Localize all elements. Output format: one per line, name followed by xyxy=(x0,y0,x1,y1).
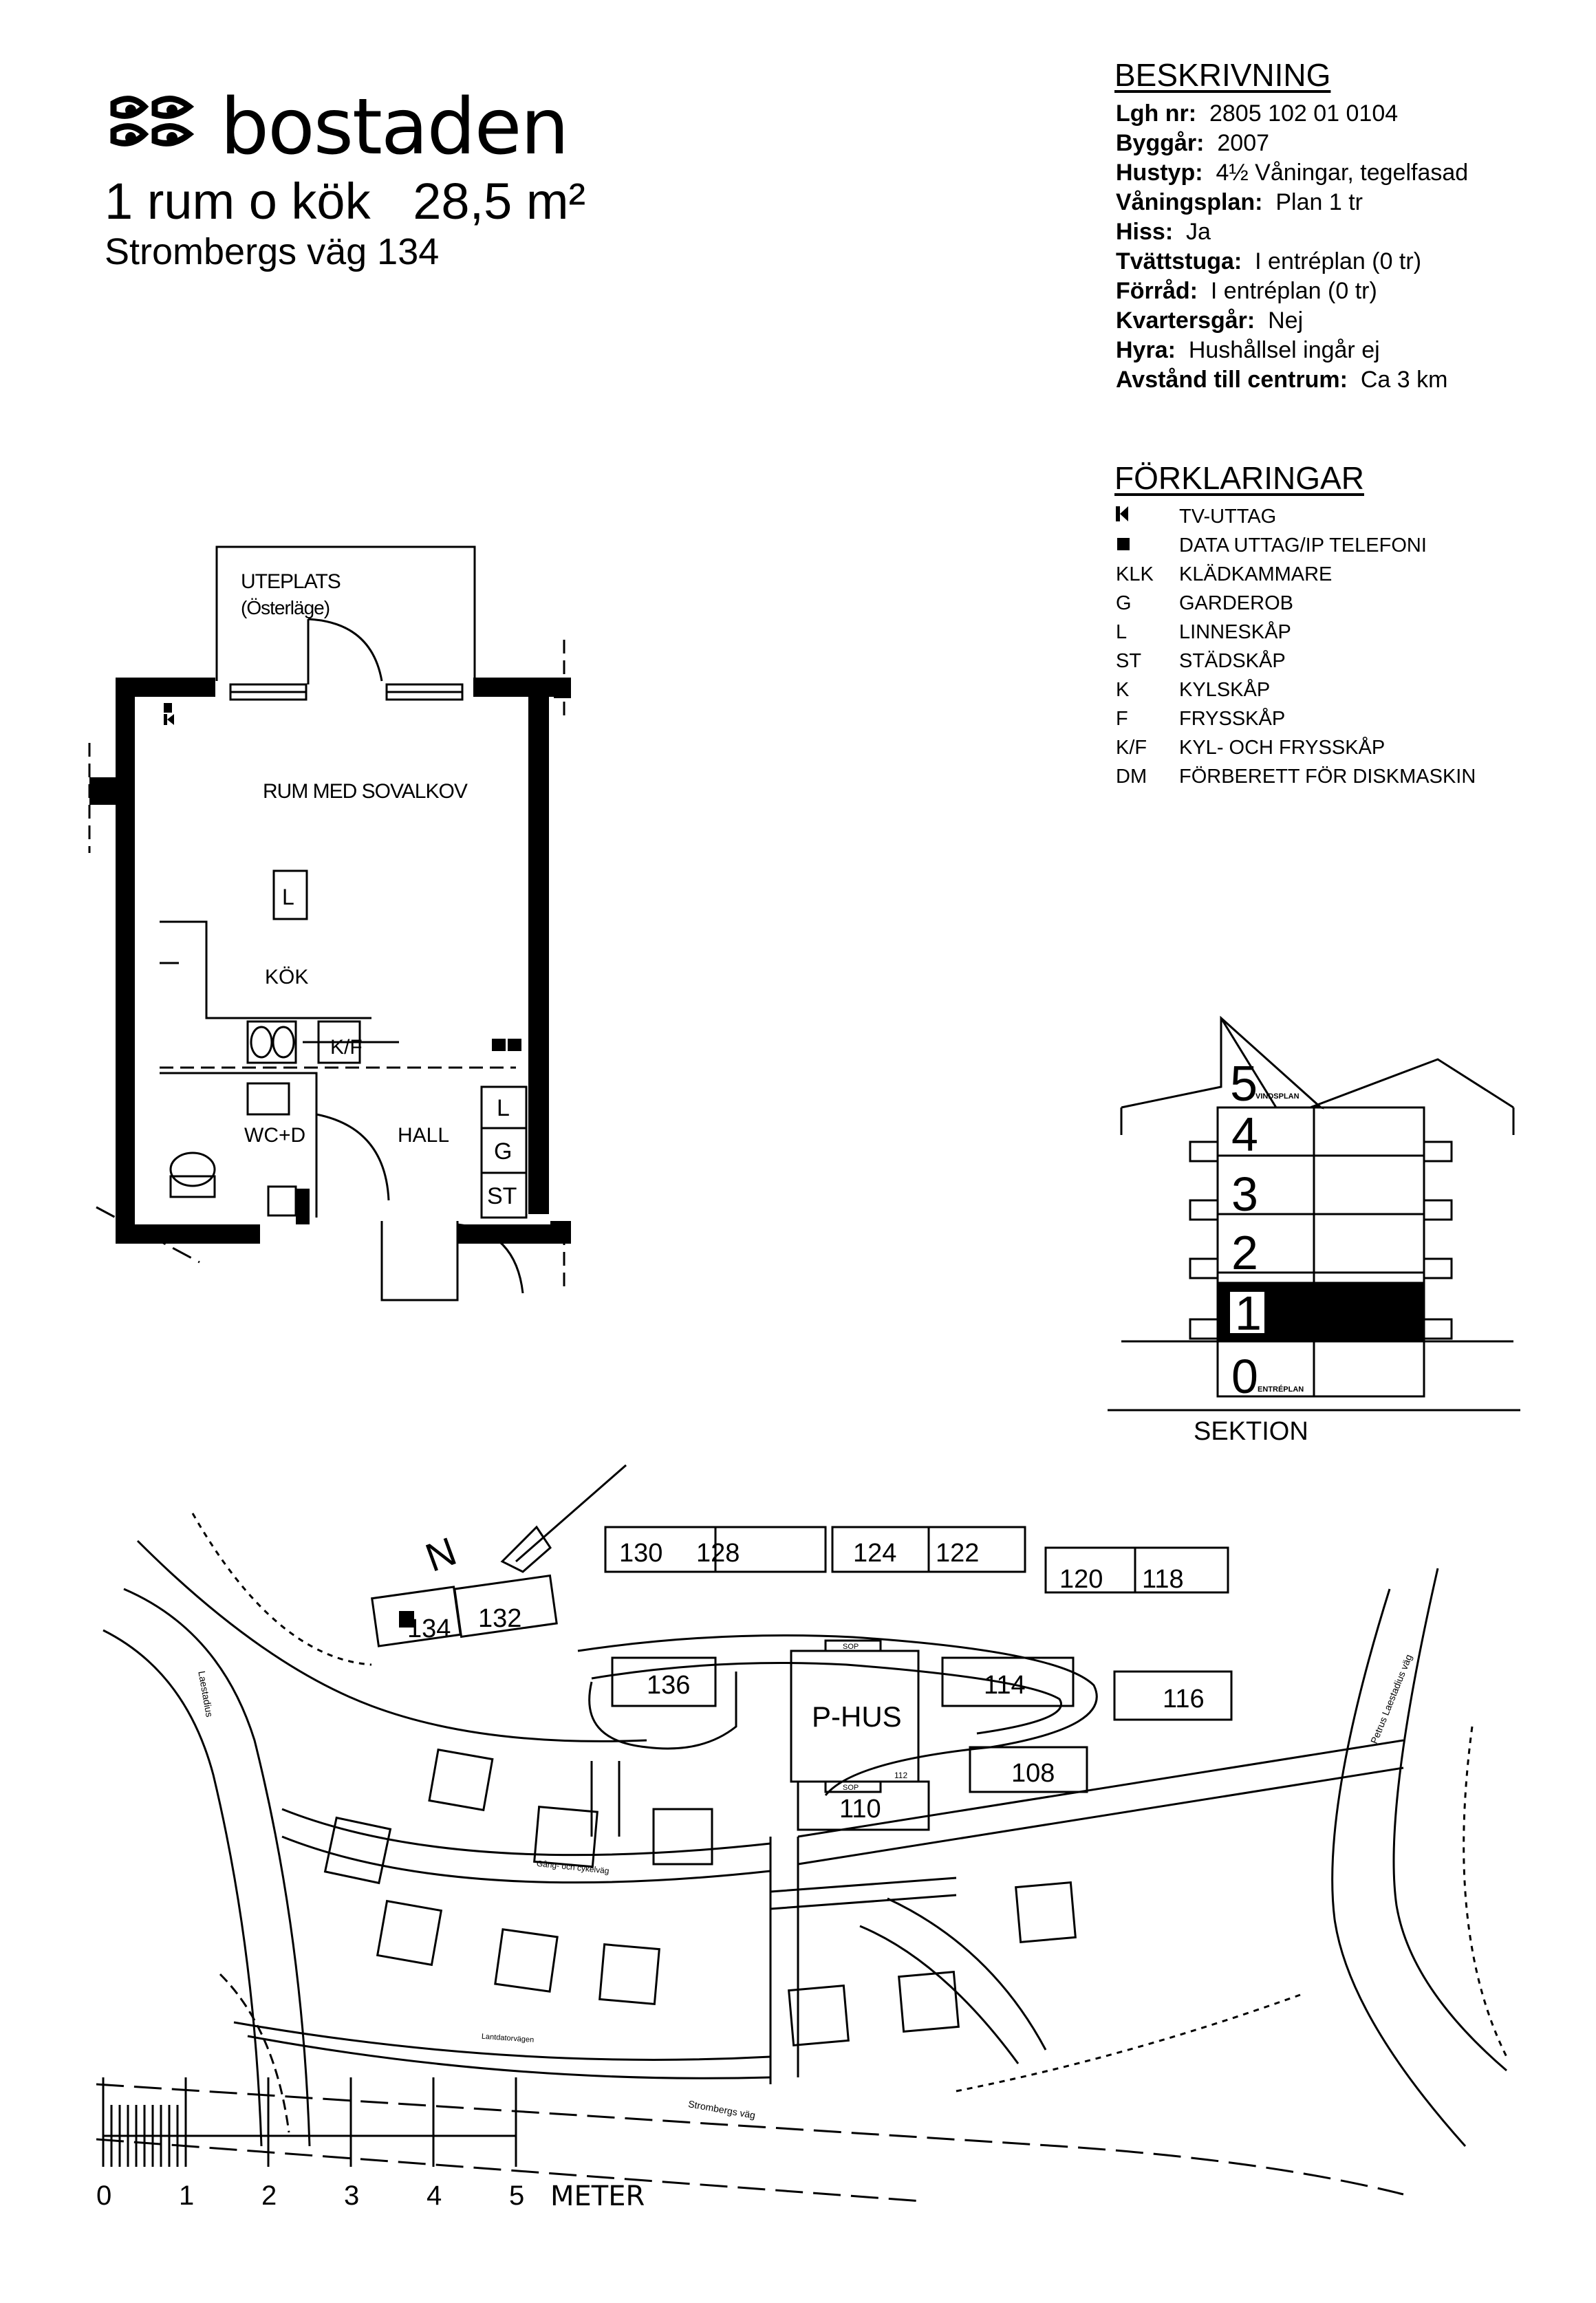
road-label: Petrus Laestadius väg xyxy=(1368,1653,1414,1745)
uteplats-outline xyxy=(215,545,476,681)
scale-number: 0 xyxy=(96,2181,112,2211)
floor-1-label: 1 xyxy=(1235,1286,1262,1340)
sop-label: SOP xyxy=(843,1784,859,1792)
sop-label: SOP xyxy=(843,1643,859,1651)
scale-bar xyxy=(102,2077,517,2167)
building-label: 128 xyxy=(696,1539,740,1568)
apartment-title: 1 rum o kök 28,5 m² xyxy=(105,173,586,230)
building-label: 136 xyxy=(647,1671,690,1700)
house-number: 112 xyxy=(894,1771,907,1780)
info-row: Tvättstuga: I entréplan (0 tr) xyxy=(1116,248,1422,274)
apartment-address: Strombergs väg 134 xyxy=(105,231,440,272)
room-label-kok: KÖK xyxy=(265,966,308,988)
building-label: 114 xyxy=(984,1671,1026,1700)
kf-label: K/F xyxy=(330,1036,363,1059)
legend-item: DATA UTTAG/IP TELEFONI xyxy=(1116,531,1476,560)
road-label: Gång- och cykelväg xyxy=(536,1859,610,1876)
closet-l-kitchen: L xyxy=(282,885,294,909)
closet-st: ST xyxy=(487,1183,517,1209)
floor-5-label: 5 xyxy=(1230,1057,1258,1112)
info-row: Hiss: Ja xyxy=(1116,219,1211,245)
description-heading: BESKRIVNING xyxy=(1114,57,1331,93)
road-label: Lantdatorvägen xyxy=(481,2033,534,2044)
room-label-wc: WC+D xyxy=(244,1124,305,1147)
building-label: 108 xyxy=(1011,1759,1055,1788)
floor-0-label: 0 xyxy=(1231,1350,1258,1403)
walls xyxy=(89,678,571,1244)
floor-plan: UTEPLATS (Österläge) RUM MED SOVALKOV KÖ… xyxy=(88,545,571,1301)
closet-g: G xyxy=(494,1138,512,1165)
room-label-rum: RUM MED SOVALKOV xyxy=(263,780,468,803)
uteplats-sublabel: (Österläge) xyxy=(241,597,330,618)
north-arrow-icon xyxy=(500,1464,627,1573)
info-row: Byggår: 2007 xyxy=(1116,130,1270,156)
building-label: 116 xyxy=(1163,1685,1205,1713)
section-label: SEKTION xyxy=(1194,1417,1308,1446)
floor-5-note: VINDSPLAN xyxy=(1255,1092,1300,1101)
uteplats-door xyxy=(307,618,383,684)
info-row: Lgh nr: 2805 102 01 0104 xyxy=(1116,100,1399,127)
info-row: Avstånd till centrum: Ca 3 km xyxy=(1116,367,1448,393)
building-label: 120 xyxy=(1059,1565,1103,1594)
building-section: 5 VINDSPLAN 4 3 2 1 0 ENTRÉPLAN xyxy=(1108,1015,1520,1412)
scale-number: 1 xyxy=(179,2181,195,2211)
parking-label: P-HUS xyxy=(812,1700,902,1733)
closet-l: L xyxy=(497,1095,510,1121)
building-label: 130 xyxy=(619,1539,662,1568)
scale-number: 5 xyxy=(509,2181,525,2211)
data-outlet-icon xyxy=(1116,531,1179,560)
road-label: Strombergs väg xyxy=(687,2098,756,2121)
building-label: 132 xyxy=(478,1604,521,1633)
info-row: Hyra: Hushållsel ingår ej xyxy=(1116,337,1380,363)
info-row: Våningsplan: Plan 1 tr xyxy=(1116,189,1363,215)
brand-name: bostaden xyxy=(220,83,569,172)
scale-number: 4 xyxy=(427,2181,442,2211)
scale-unit: METER xyxy=(550,2181,645,2212)
building-label: 122 xyxy=(936,1539,979,1568)
uteplats-label: UTEPLATS xyxy=(241,570,341,593)
floor-4-label: 4 xyxy=(1231,1107,1258,1161)
info-row: Kvartersgår: Nej xyxy=(1116,307,1304,334)
legend-item: TV-UTTAG xyxy=(1116,502,1476,531)
building-label: 134 xyxy=(407,1614,451,1643)
floor-0-note: ENTRÉPLAN xyxy=(1258,1385,1304,1394)
scale-number: 2 xyxy=(261,2181,277,2211)
floor-2-label: 2 xyxy=(1231,1226,1258,1279)
scale-number: 3 xyxy=(344,2181,360,2211)
tv-outlet-icon xyxy=(164,703,174,725)
current-apartment-marker xyxy=(399,1611,414,1628)
bostaden-logo-icon xyxy=(110,96,195,147)
info-row: Förråd: I entréplan (0 tr) xyxy=(1116,278,1377,304)
legend-heading: FÖRKLARINGAR xyxy=(1114,460,1364,496)
room-label-hall: HALL xyxy=(398,1124,449,1147)
description-list: Lgh nr: 2805 102 01 0104 Byggår: 2007 Hu… xyxy=(1116,99,1468,395)
tv-outlet-icon xyxy=(1116,502,1179,531)
north-label: N xyxy=(420,1528,462,1580)
brand-logo: bostaden xyxy=(103,83,569,172)
building-label: 124 xyxy=(853,1539,896,1568)
floor-3-label: 3 xyxy=(1231,1167,1258,1221)
road-label: Laestadius xyxy=(196,1670,215,1718)
site-plan: N 130 128 124 122 120 118 134 132 136 11… xyxy=(96,1464,1508,2203)
info-row: Hustyp: 4½ Våningar, tegelfasad xyxy=(1116,160,1469,186)
building-label: 110 xyxy=(839,1795,881,1824)
building-label: 118 xyxy=(1142,1565,1184,1594)
